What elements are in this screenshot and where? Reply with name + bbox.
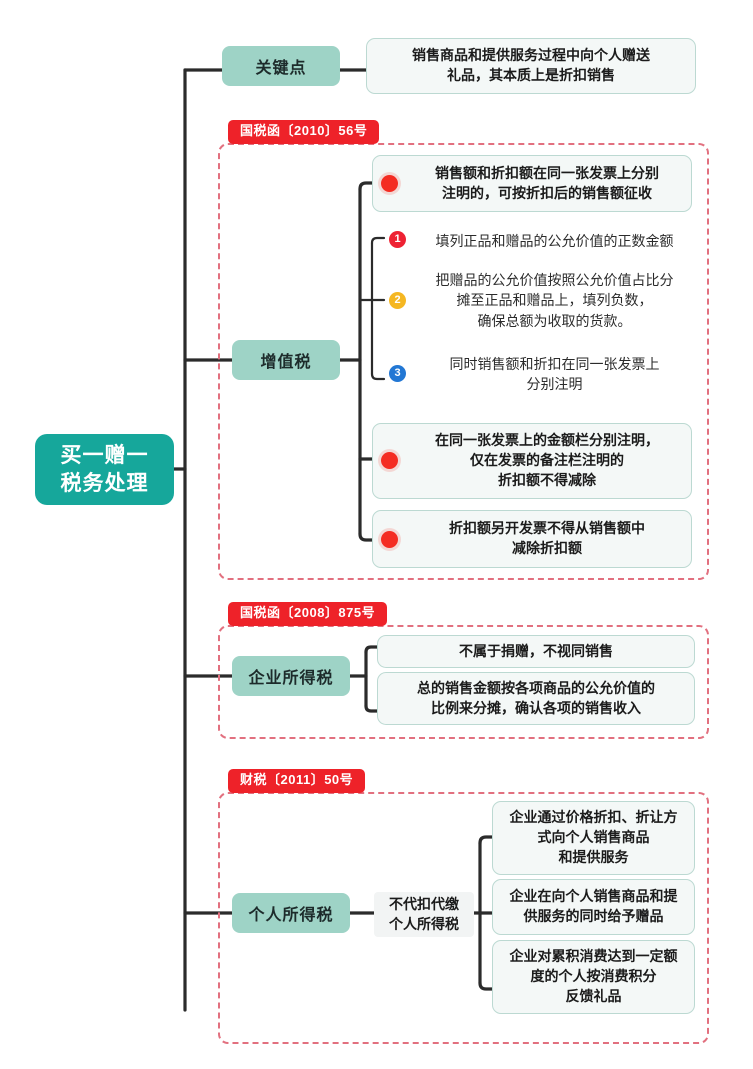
branch-node-cit[interactable]: 企业所得税 — [232, 656, 350, 696]
leaf-text: 在同一张发票上的金额栏分别注明，仅在发票的备注栏注明的折扣额不得减除 — [435, 432, 659, 488]
bullet-number-1: 1 — [389, 231, 406, 248]
leaf-vat-3[interactable]: 把赠品的公允价值按照公允价值占比分摊至正品和赠品上，填列负数，确保总额为收取的货… — [412, 270, 697, 331]
leaf-iit-3[interactable]: 企业对累积消费达到一定额度的个人按消费积分反馈礼品 — [492, 940, 695, 1014]
leaf-text: 销售商品和提供服务过程中向个人赠送礼品，其本质上是折扣销售 — [412, 47, 650, 83]
leaf-text: 企业在向个人销售商品和提供服务的同时给予赠品 — [509, 888, 678, 924]
leaf-iit-1[interactable]: 企业通过价格折扣、折让方式向个人销售商品和提供服务 — [492, 801, 695, 875]
group-frame-vat — [218, 143, 709, 580]
leaf-text: 填列正品和赠品的公允价值的正数金额 — [435, 233, 674, 249]
leaf-keypoint-1[interactable]: 销售商品和提供服务过程中向个人赠送礼品，其本质上是折扣销售 — [366, 38, 696, 94]
bullet-dot-red — [381, 175, 398, 192]
leaf-vat-1[interactable]: 销售额和折扣额在同一张发票上分别注明的，可按折扣后的销售额征收 — [372, 155, 692, 212]
branch-label-keypoint: 关键点 — [255, 60, 307, 77]
leaf-vat-4[interactable]: 同时销售额和折扣在同一张发票上分别注明 — [412, 354, 697, 395]
leaf-text: 同时销售额和折扣在同一张发票上分别注明 — [449, 356, 660, 393]
leaf-vat-2[interactable]: 填列正品和赠品的公允价值的正数金额 — [412, 231, 697, 251]
branch-node-keypoint[interactable]: 关键点 — [222, 46, 340, 86]
leaf-text: 不属于捐赠，不视同销售 — [459, 642, 613, 659]
group-frame-cit — [218, 625, 709, 739]
root-title-line2: 税务处理 — [60, 471, 149, 495]
leaf-cit-1[interactable]: 不属于捐赠，不视同销售 — [377, 635, 695, 668]
mid-label-iit[interactable]: 不代扣代缴个人所得税 — [374, 892, 474, 937]
badge-caishui-2011-50: 财税〔2011〕50号 — [228, 769, 366, 793]
leaf-text: 折扣额另开发票不得从销售额中减除折扣额 — [449, 520, 645, 556]
leaf-text: 企业通过价格折扣、折让方式向个人销售商品和提供服务 — [509, 809, 678, 865]
branch-label-vat: 增值税 — [260, 354, 312, 371]
root-title-line1: 买一赠一 — [60, 444, 149, 468]
leaf-vat-6[interactable]: 折扣额另开发票不得从销售额中减除折扣额 — [372, 510, 692, 568]
branch-node-vat[interactable]: 增值税 — [232, 340, 340, 380]
leaf-iit-2[interactable]: 企业在向个人销售商品和提供服务的同时给予赠品 — [492, 879, 695, 935]
leaf-text: 销售额和折扣额在同一张发票上分别注明的，可按折扣后的销售额征收 — [435, 164, 659, 201]
leaf-vat-5[interactable]: 在同一张发票上的金额栏分别注明，仅在发票的备注栏注明的折扣额不得减除 — [372, 423, 692, 499]
badge-guoshuihan-2010-56: 国税函〔2010〕56号 — [228, 120, 380, 144]
root-node[interactable]: 买一赠一 税务处理 — [35, 434, 174, 505]
bullet-dot-red — [381, 452, 398, 469]
badge-guoshuihan-2008-875: 国税函〔2008〕875号 — [228, 602, 388, 626]
leaf-text: 企业对累积消费达到一定额度的个人按消费积分反馈礼品 — [509, 948, 678, 1004]
bullet-number-3: 3 — [389, 365, 406, 382]
leaf-cit-2[interactable]: 总的销售金额按各项商品的公允价值的比例来分摊，确认各项的销售收入 — [377, 672, 695, 725]
branch-label-iit: 个人所得税 — [248, 907, 334, 924]
bullet-dot-red — [381, 531, 398, 548]
mid-label-text: 不代扣代缴个人所得税 — [389, 896, 459, 933]
group-frame-iit — [218, 792, 709, 1044]
branch-label-cit: 企业所得税 — [248, 670, 334, 687]
leaf-text: 总的销售金额按各项商品的公允价值的比例来分摊，确认各项的销售收入 — [417, 679, 655, 716]
leaf-text: 把赠品的公允价值按照公允价值占比分摊至正品和赠品上，填列负数，确保总额为收取的货… — [435, 272, 674, 329]
branch-node-iit[interactable]: 个人所得税 — [232, 893, 350, 933]
bullet-number-2: 2 — [389, 292, 406, 309]
